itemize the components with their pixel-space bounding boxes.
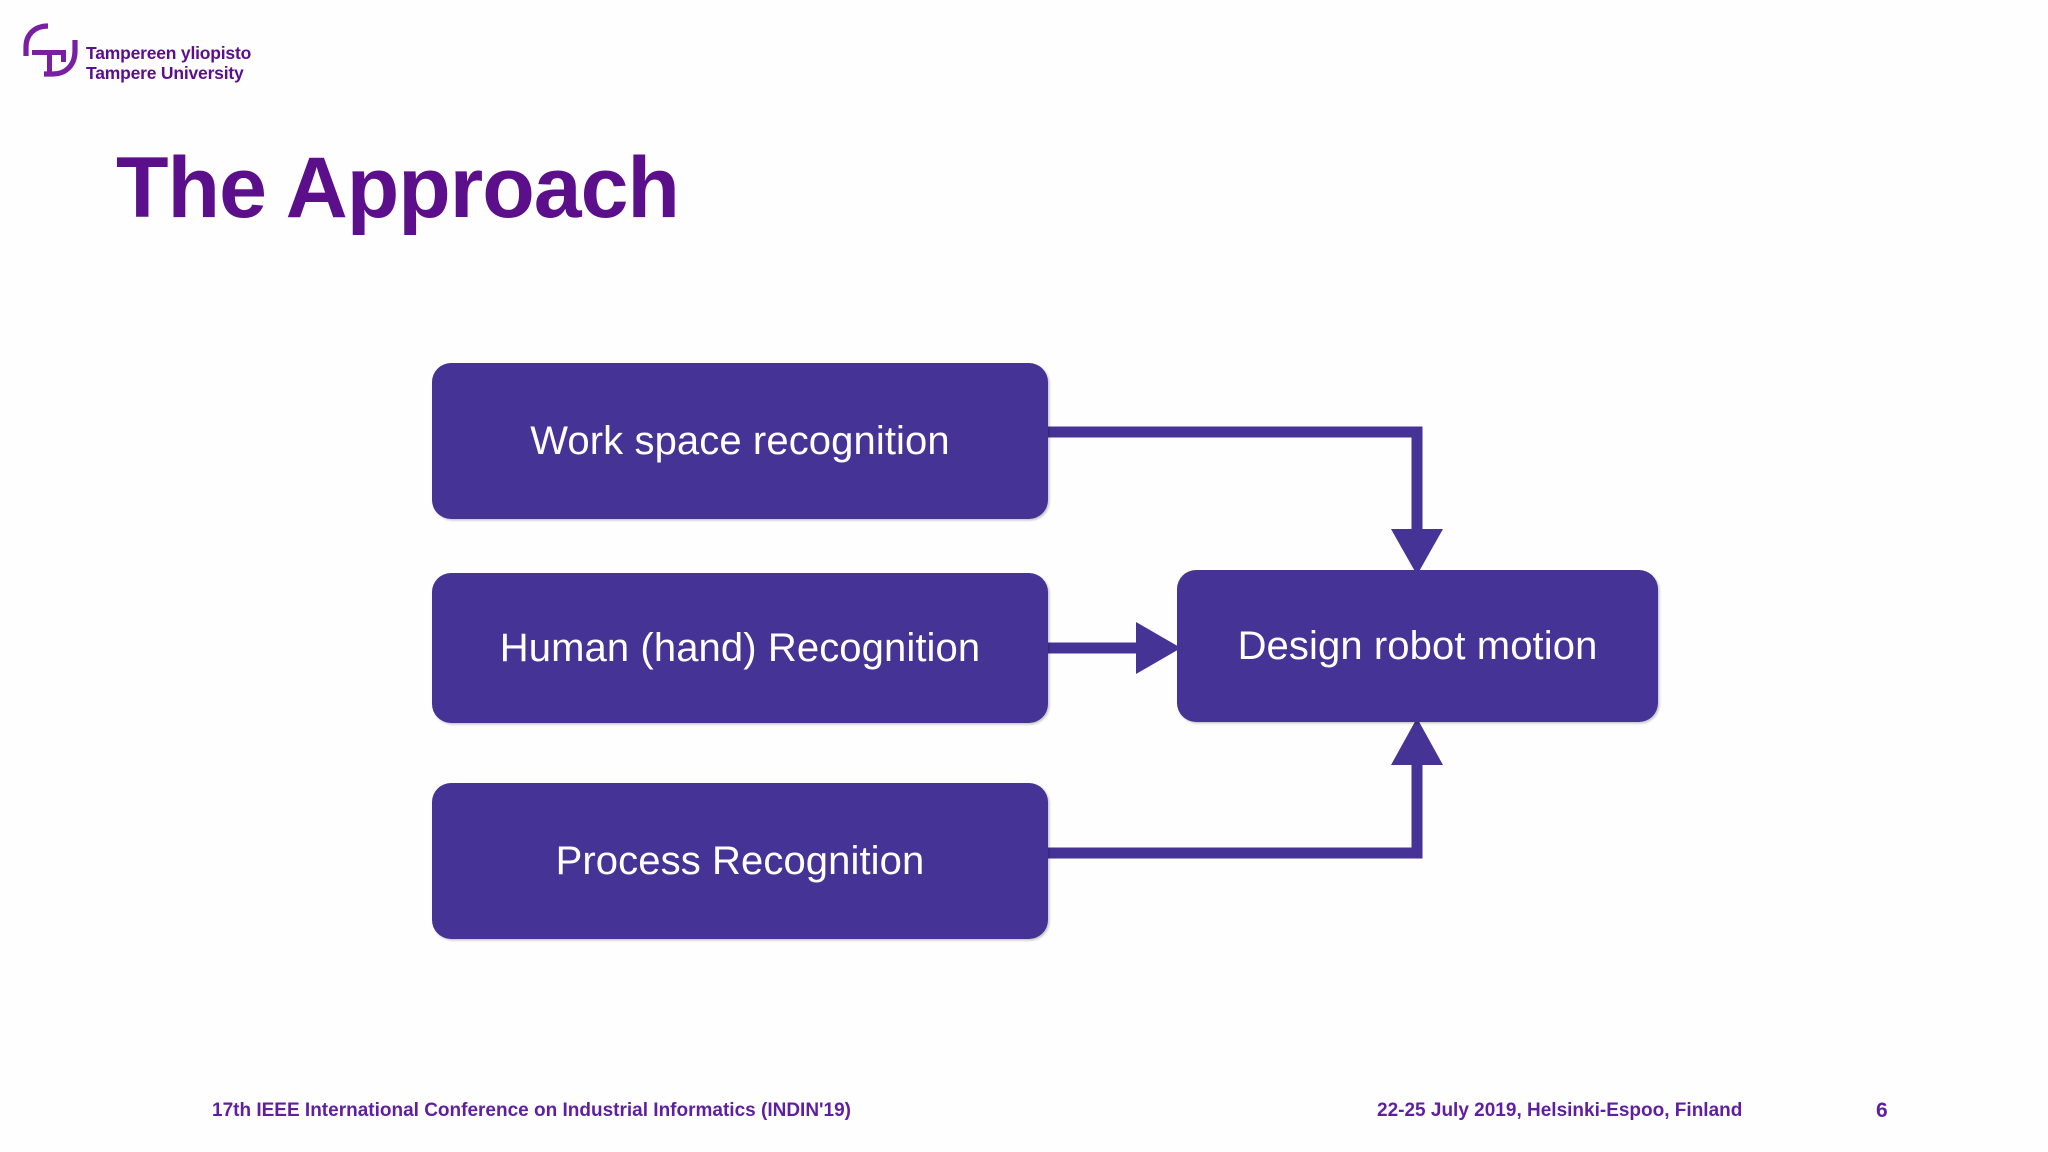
footer-page-number: 6 bbox=[1876, 1099, 1888, 1122]
logo-line-english: Tampere University bbox=[86, 62, 244, 83]
page-title: The Approach bbox=[116, 140, 680, 236]
footer-conference-name: 17th IEEE International Conference on In… bbox=[212, 1100, 852, 1121]
node-human-hand-recognition[interactable]: Human (hand) Recognition bbox=[432, 573, 1048, 723]
node-design-robot-motion[interactable]: Design robot motion bbox=[1177, 570, 1658, 722]
tampere-university-logo-mark bbox=[23, 23, 78, 77]
footer-date-location: 22-25 July 2019, Helsinki-Espoo, Finland bbox=[1377, 1100, 1743, 1121]
node-process-recognition[interactable]: Process Recognition bbox=[432, 783, 1048, 939]
university-logo: Tampereen yliopisto Tampere University bbox=[18, 18, 288, 93]
logo-wordmark: Tampereen yliopisto Tampere University bbox=[86, 43, 286, 83]
logo-line-finnish: Tampereen yliopisto bbox=[86, 43, 252, 63]
node-work-space-recognition[interactable]: Work space recognition bbox=[432, 363, 1048, 519]
